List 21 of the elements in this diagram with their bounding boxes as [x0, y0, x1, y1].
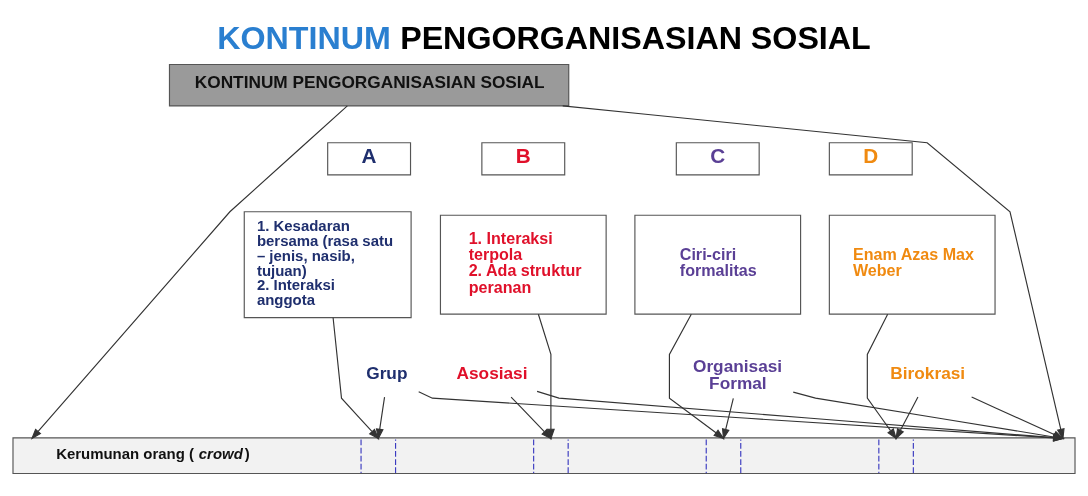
arrow	[721, 397, 734, 441]
node-box: Enam Azas Max Weber	[828, 214, 996, 315]
node-box: KONTINUM PENGORGANISASIAN SOSIAL	[168, 63, 570, 107]
node-text: Asosiasi	[456, 363, 528, 384]
arrow	[895, 396, 919, 440]
node-box: 1. Kesadaran bersama (rasa satu – jenis, nasib, tujuan) 2. Interaksi anggota	[243, 211, 412, 319]
node-box: B	[481, 142, 566, 176]
node-box: Ciri-ciri formalitas	[634, 214, 802, 315]
arrow	[866, 313, 898, 440]
node-text: Organisasi Formal	[693, 355, 783, 393]
node-box: A	[327, 142, 412, 176]
arrow	[30, 105, 348, 440]
diagram-title: KONTINUM PENGORGANISASIAN SOSIAL	[217, 19, 871, 56]
node-box: 1. Interaksi terpola 2. Ada struktur peranan	[439, 214, 607, 315]
arrow	[375, 396, 386, 441]
arrow	[332, 317, 380, 440]
node-box: D	[828, 142, 913, 176]
arrow	[668, 313, 725, 440]
node-text: Grup	[366, 363, 408, 384]
node-text: Birokrasi	[890, 363, 966, 384]
node-box: C	[675, 142, 760, 176]
